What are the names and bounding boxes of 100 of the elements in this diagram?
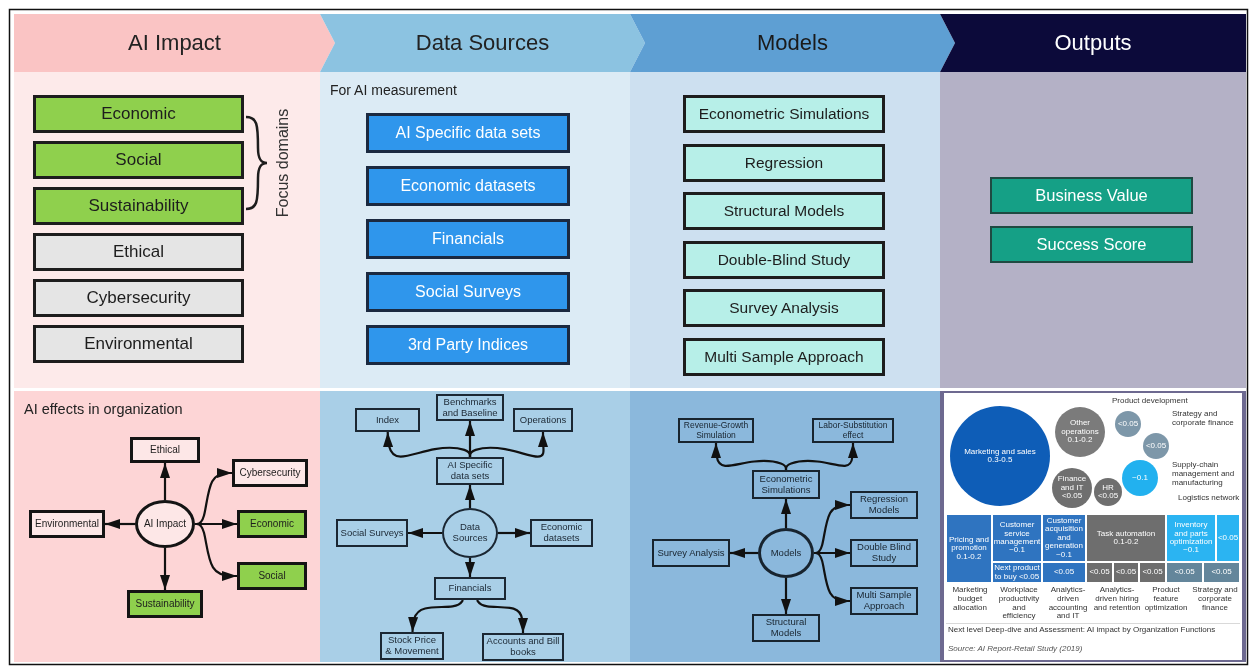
arrow bbox=[160, 463, 170, 500]
node-label: Index bbox=[375, 414, 400, 426]
method-box bbox=[812, 418, 894, 443]
figure-label: Product development bbox=[1112, 397, 1189, 406]
data-source-box bbox=[366, 113, 570, 153]
domain-box bbox=[33, 279, 244, 317]
arrow bbox=[160, 548, 170, 590]
node-label: Labor-Substitution effect bbox=[817, 421, 889, 440]
data-source-box bbox=[366, 325, 570, 365]
node-label: Cybersecurity bbox=[86, 288, 191, 308]
model-box bbox=[683, 192, 885, 230]
source-box bbox=[355, 408, 420, 432]
panel-heading: AI effects in organization bbox=[24, 401, 183, 417]
node-label: Models bbox=[770, 547, 802, 559]
effect-box bbox=[130, 437, 200, 463]
effect-box bbox=[29, 510, 105, 538]
stage-title: AI Impact bbox=[128, 30, 221, 56]
node-label: 3rd Party Indices bbox=[407, 336, 529, 354]
column-panel bbox=[320, 391, 630, 662]
arrow bbox=[784, 443, 858, 471]
column-panel bbox=[320, 72, 630, 388]
node-label: AI Specific data sets bbox=[395, 124, 541, 142]
stage-banner bbox=[14, 14, 335, 72]
arrow bbox=[468, 432, 548, 458]
model-box bbox=[683, 241, 885, 279]
node-label: Financials bbox=[432, 230, 504, 248]
stage-title: Outputs bbox=[1054, 30, 1132, 56]
column-panel bbox=[630, 72, 940, 388]
arrow bbox=[383, 431, 472, 458]
effect-box bbox=[237, 510, 307, 538]
arrow bbox=[781, 499, 791, 528]
source-note: Source: AI Report-Retail Study (2019) bbox=[948, 645, 1084, 654]
effect-box bbox=[237, 562, 307, 590]
hub-ellipse bbox=[135, 500, 195, 548]
stage-title: Data Sources bbox=[415, 30, 550, 56]
method-box bbox=[850, 539, 918, 567]
node-label: Double Blind Study bbox=[856, 542, 912, 564]
method-box bbox=[752, 614, 820, 642]
node-label: Economic bbox=[101, 104, 176, 124]
node-label: Benchmarks and Baseline bbox=[441, 396, 499, 419]
column-panel bbox=[14, 72, 320, 388]
node-label: Econometric Simulations bbox=[758, 473, 814, 496]
domain-box bbox=[33, 187, 244, 225]
node-label: Environmental bbox=[35, 518, 99, 530]
node-label: Structural Models bbox=[764, 617, 808, 639]
source-box bbox=[436, 394, 504, 421]
node-label: Ethical bbox=[150, 444, 180, 456]
source-box bbox=[436, 457, 504, 485]
treemap-tile: Next product to buy <0.05 bbox=[992, 562, 1042, 583]
node-label: Regression Models bbox=[858, 494, 910, 516]
node-label: Financials bbox=[448, 583, 492, 594]
method-box bbox=[850, 587, 918, 615]
node-label: Multi Sample Approach bbox=[704, 348, 864, 366]
node-label: Accounts and Bill books bbox=[486, 636, 560, 658]
node-label: Sustainability bbox=[88, 196, 189, 216]
stage-banner bbox=[940, 14, 1246, 72]
treemap-tile: <0.05 bbox=[1203, 562, 1240, 583]
source-box bbox=[513, 408, 573, 432]
node-label: Environmental bbox=[84, 334, 193, 354]
figure-label: Strategy and corporate finance bbox=[1172, 410, 1235, 428]
method-box bbox=[752, 470, 820, 499]
node-label: AI Specific data sets bbox=[446, 460, 494, 482]
treemap-tile: <0.05 bbox=[1086, 562, 1113, 583]
node-label: Social bbox=[258, 570, 286, 582]
domain-box bbox=[33, 141, 244, 179]
panel-heading: For AI measurement bbox=[330, 82, 457, 98]
source-box bbox=[434, 577, 506, 600]
node-label: Economic bbox=[250, 518, 294, 530]
figure-label: Marketing budget allocation bbox=[951, 586, 989, 613]
node-label: Structural Models bbox=[723, 202, 845, 220]
treemap-tile: <0.05 bbox=[1113, 562, 1139, 583]
hub-ellipse bbox=[442, 508, 498, 558]
node-label: Ethical bbox=[113, 242, 164, 262]
figure-label: Supply-chain management and manufacturing bbox=[1172, 461, 1236, 488]
node-label: AI Impact bbox=[143, 518, 187, 530]
node-label: Revenue-Growth Simulation bbox=[682, 421, 750, 440]
domain-box bbox=[33, 325, 244, 363]
node-label: Social bbox=[115, 150, 162, 170]
figure-label: Strategy and corporate finance bbox=[1191, 586, 1239, 613]
output-box bbox=[990, 226, 1193, 263]
treemap-tile: <0.05 bbox=[1216, 514, 1240, 562]
data-source-box bbox=[366, 272, 570, 312]
treemap-tile: Customer acquisition and generation ~0.1 bbox=[1042, 514, 1086, 562]
node-label: Survey Analysis bbox=[657, 547, 725, 559]
node-label: Multi Sample Approach bbox=[855, 590, 913, 612]
node-label: Success Score bbox=[1036, 235, 1147, 254]
arrow bbox=[476, 599, 528, 633]
arrow bbox=[105, 519, 135, 529]
source-box bbox=[336, 519, 408, 547]
figure-caption: Next level Deep-dive and Assessment: AI impact by Organization Functions bbox=[948, 626, 1217, 635]
arrow bbox=[498, 528, 530, 538]
node-label: Econometric Simulations bbox=[698, 105, 870, 123]
arrow bbox=[194, 522, 237, 581]
effect-box bbox=[127, 590, 203, 618]
domain-box bbox=[33, 233, 244, 271]
hub-ellipse bbox=[758, 528, 814, 578]
column-panel bbox=[14, 391, 320, 662]
node-label: Cybersecurity bbox=[239, 467, 301, 479]
arrow bbox=[781, 578, 791, 614]
data-source-box bbox=[366, 219, 570, 259]
